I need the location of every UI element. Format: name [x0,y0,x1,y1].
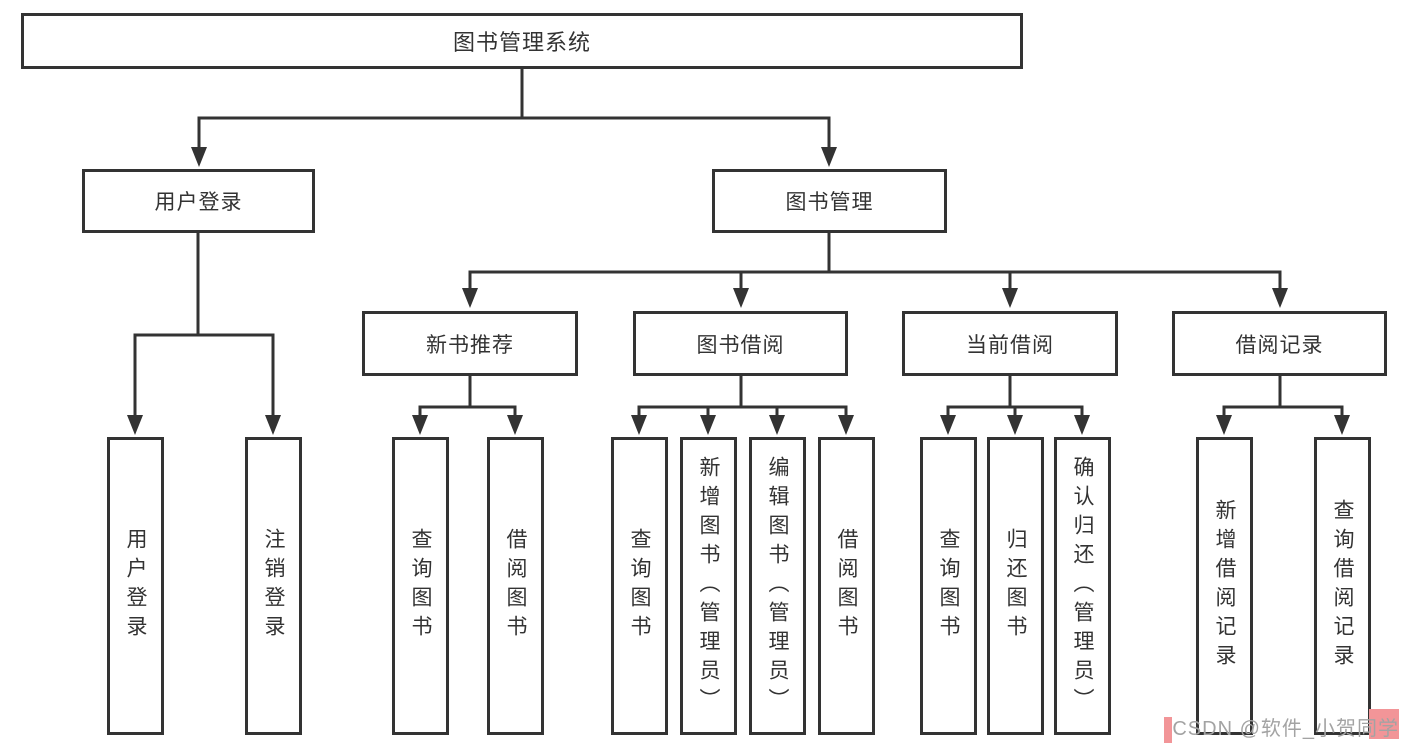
leaf-add-books-admin: 新增图书（管理员） [680,437,737,735]
leaf-borrow-books: 借阅图书 [818,437,875,735]
leaf-query-borrow-record: 查询借阅记录 [1314,437,1371,735]
node-library-management-system: 图书管理系统 [21,13,1023,69]
node-new-book-recommend: 新书推荐 [362,311,578,376]
node-label: 当前借阅 [966,333,1054,357]
node-label: 借阅记录 [1235,333,1324,357]
leaf-query-books-borrow: 查询图书 [611,437,668,735]
leaf-label: 查询图书 [409,528,432,644]
leaf-label: 查询借阅记录 [1331,499,1354,673]
watermark-accent-right [1369,709,1399,739]
leaf-label: 注销登录 [262,528,285,644]
node-book-borrow: 图书借阅 [633,311,848,376]
watermark-text: CSDN @软件_小贺同学 [1172,718,1399,740]
node-book-management: 图书管理 [712,169,947,233]
leaf-query-books-recommend: 查询图书 [392,437,449,735]
leaf-label: 用户登录 [124,528,147,644]
leaf-label: 归还图书 [1004,528,1027,644]
connector-lines [133,69,1344,418]
watermark: CSDN @软件_小贺同学 [1164,709,1401,743]
node-label: 图书管理 [785,191,874,214]
leaf-edit-books-admin: 编辑图书（管理员） [749,437,806,735]
watermark-accent-left [1164,717,1173,743]
node-user-login: 用户登录 [82,169,315,233]
node-label: 用户登录 [154,191,243,214]
node-label: 新书推荐 [426,333,514,357]
leaf-label: 新增图书（管理员） [697,455,720,717]
leaf-label: 查询图书 [628,528,651,644]
node-label: 图书管理系统 [452,30,591,55]
leaf-label: 新增借阅记录 [1213,499,1236,673]
leaf-query-books-current: 查询图书 [920,437,977,735]
leaf-confirm-return-admin: 确认归还（管理员） [1054,437,1111,735]
node-label: 图书借阅 [696,333,785,357]
leaf-label: 编辑图书（管理员） [766,455,789,717]
leaf-label: 借阅图书 [504,528,527,644]
leaf-logout-login: 注销登录 [245,437,302,735]
leaf-user-login: 用户登录 [107,437,164,735]
leaf-label: 查询图书 [937,528,960,644]
node-borrow-records: 借阅记录 [1172,311,1387,376]
leaf-label: 确认归还（管理员） [1071,455,1094,717]
leaf-borrow-books-recommend: 借阅图书 [487,437,544,735]
leaf-return-books: 归还图书 [987,437,1044,735]
leaf-label: 借阅图书 [835,528,858,644]
leaf-add-borrow-record: 新增借阅记录 [1196,437,1253,735]
node-current-borrow: 当前借阅 [902,311,1118,376]
